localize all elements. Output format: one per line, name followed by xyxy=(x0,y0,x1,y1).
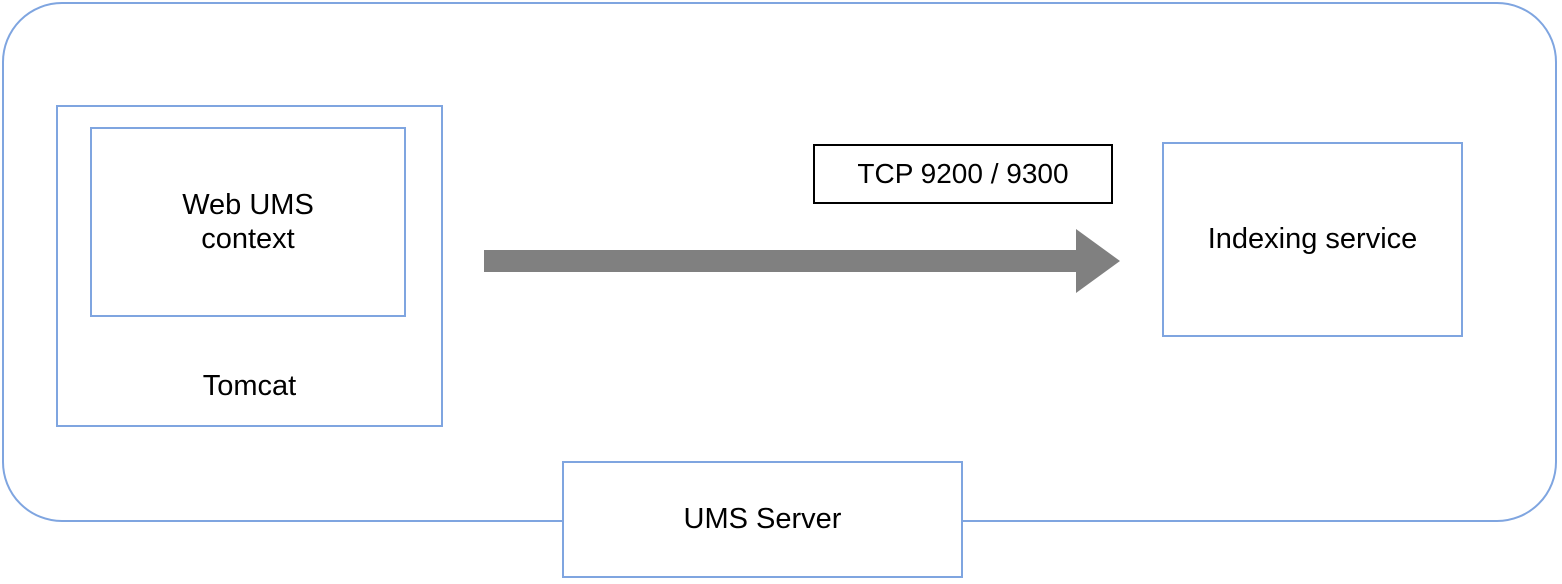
connector-label-tcp-ports-text: TCP 9200 / 9300 xyxy=(857,158,1069,190)
node-web-ums-context-label: Web UMS context xyxy=(182,188,314,256)
node-ums-server-label: UMS Server xyxy=(683,503,842,536)
arrow-right-icon xyxy=(484,229,1120,293)
node-web-ums-context-label-line-1: Web UMS xyxy=(182,188,314,221)
node-ums-server[interactable]: UMS Server xyxy=(562,461,963,578)
connector-label-tcp-ports[interactable]: TCP 9200 / 9300 xyxy=(813,144,1113,204)
node-indexing-service-label: Indexing service xyxy=(1208,222,1418,256)
node-indexing-service[interactable]: Indexing service xyxy=(1162,142,1463,337)
node-tomcat-label: Tomcat xyxy=(202,369,297,402)
node-web-ums-context-label-line-2: context xyxy=(201,223,295,255)
node-indexing-service-label-line-1: Indexing xyxy=(1207,223,1318,256)
node-indexing-service-label-line-2: service xyxy=(1325,223,1418,256)
data-flow-arrow xyxy=(484,226,1124,296)
node-web-ums-context[interactable]: Web UMS context xyxy=(90,127,406,317)
arrow-right-shape xyxy=(484,229,1120,293)
